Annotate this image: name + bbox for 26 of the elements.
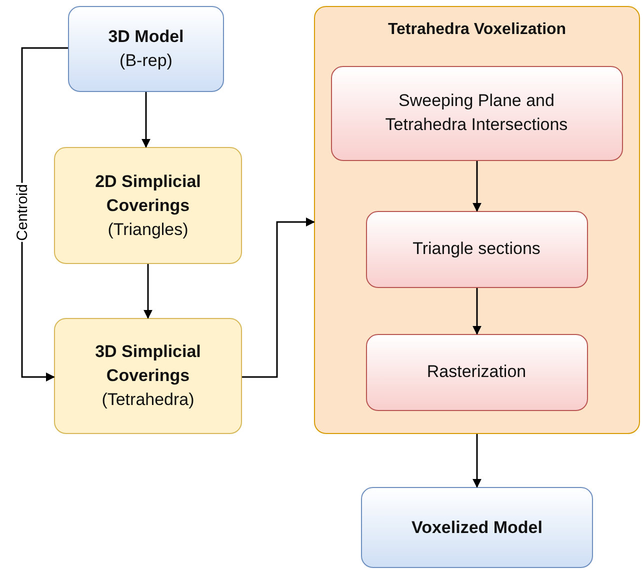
process-box	[54, 147, 242, 264]
node-label: (Triangles)	[106, 218, 190, 240]
process-box	[54, 318, 242, 434]
node-label: 3D Model	[107, 26, 185, 48]
node-label: Sweeping Plane and Tetrahedra Intersections	[384, 90, 569, 136]
process-box	[361, 487, 593, 568]
process-box	[366, 334, 588, 410]
node-label: (Tetrahedra)	[100, 389, 196, 411]
arrow	[242, 218, 315, 378]
arrow	[144, 264, 152, 319]
arrow	[472, 434, 482, 488]
node-label: (B-rep)	[118, 50, 174, 72]
node-label: Voxelized Model	[410, 516, 544, 538]
process-box	[366, 210, 588, 288]
edge-label: Centroid	[13, 182, 30, 242]
process-box	[68, 6, 224, 92]
arrow	[142, 92, 150, 148]
node-label: Triangle sections	[412, 238, 542, 260]
arrow	[472, 288, 482, 335]
node-label: 3D Simplicial Coverings	[94, 341, 202, 387]
process-box	[330, 66, 622, 160]
group-title: Tetrahedra Voxelization	[386, 21, 568, 39]
node-label: 2D Simplicial Coverings	[94, 170, 202, 217]
arrow	[472, 161, 482, 212]
group-container	[314, 6, 640, 434]
node-label: Rasterization	[426, 361, 528, 383]
